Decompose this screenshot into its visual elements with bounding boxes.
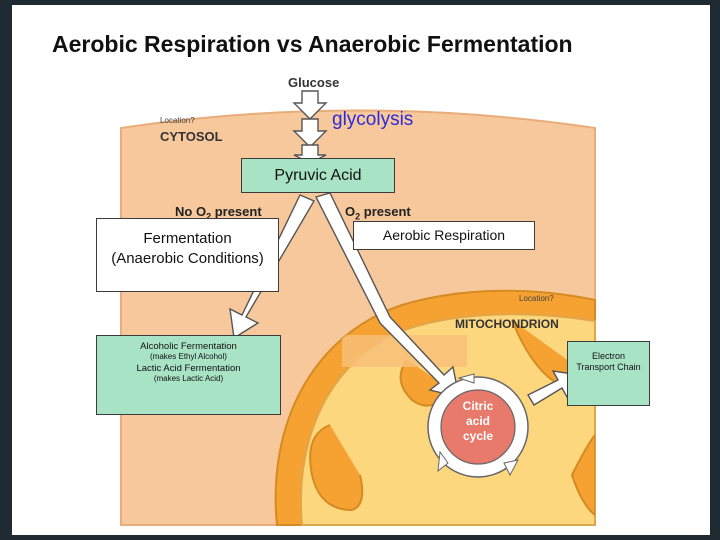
citric-acid-cycle: [427, 373, 529, 478]
no-oxygen-subscript: 2: [206, 211, 212, 222]
lactic-fermentation-note: (makes Lactic Acid): [153, 374, 224, 383]
no-oxygen-suffix: present: [211, 204, 262, 219]
mitochondrion-label: MITOCHONDRION: [455, 317, 559, 331]
citric-label-line1: Citric: [462, 399, 494, 413]
fermentation-subtitle: (Anaerobic Conditions): [111, 250, 264, 267]
oxygen-subscript: 2: [355, 211, 361, 222]
no-oxygen-label: No O2 present: [175, 204, 262, 222]
page-title: Aerobic Respiration vs Anaerobic Ferment…: [52, 31, 573, 57]
pyruvic-acid-label: Pyruvic Acid: [274, 167, 362, 184]
aerobic-respiration-label: Aerobic Respiration: [382, 227, 506, 243]
pyruvic-acid-box: Pyruvic Acid: [241, 158, 395, 193]
citric-label-line2: acid: [465, 414, 490, 428]
respiration-diagram: [120, 90, 596, 526]
fermentation-types-box: Alcoholic Fermentation (makes Ethyl Alco…: [96, 335, 281, 415]
oxygen-label: O2 present: [345, 204, 411, 222]
cytosol-location-question: Location?: [160, 116, 195, 125]
citric-label-line3: cycle: [462, 429, 494, 443]
alcoholic-fermentation-label: Alcoholic Fermentation: [140, 341, 237, 352]
mitochondrion-location-question: Location?: [519, 294, 554, 303]
oxygen-suffix: present: [360, 204, 411, 219]
citric-acid-cycle-label: Citric acid cycle: [448, 399, 508, 444]
glucose-label: Glucose: [288, 75, 340, 90]
slide: Aerobic Respiration vs Anaerobic Ferment…: [12, 5, 710, 535]
etc-label-line2: Transport Chain: [576, 362, 641, 372]
alcoholic-fermentation-note: (makes Ethyl Alcohol): [150, 352, 227, 361]
no-oxygen-text: No O: [175, 204, 207, 219]
lactic-fermentation-label: Lactic Acid Fermentation: [136, 363, 241, 374]
oxygen-text: O: [345, 204, 356, 219]
cytosol-label: CYTOSOL: [160, 129, 223, 144]
electron-transport-chain-box: Electron Transport Chain: [567, 341, 650, 406]
fermentation-title: Fermentation: [143, 230, 232, 247]
etc-label-line1: Electron: [591, 351, 626, 361]
glycolysis-label: glycolysis: [332, 109, 414, 130]
fermentation-box: Fermentation (Anaerobic Conditions): [96, 218, 279, 292]
aerobic-respiration-box: Aerobic Respiration: [353, 221, 535, 250]
